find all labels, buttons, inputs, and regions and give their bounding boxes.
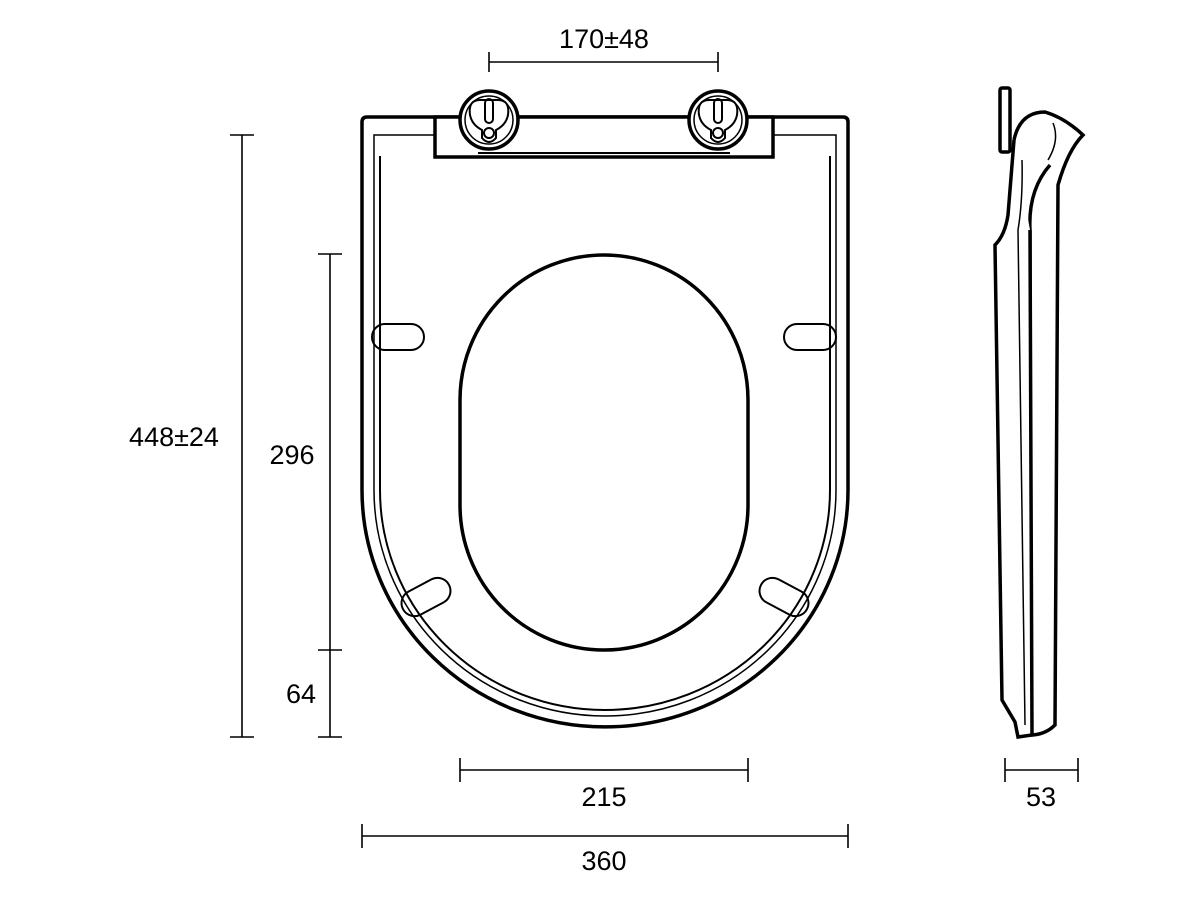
bumper-slot [783,323,837,351]
hinge-right [687,89,749,151]
dim-total-length: 448±24 [129,134,254,738]
seat-top-view [360,89,850,729]
dim-opening-width: 215 [459,758,749,812]
dim-opening-length: 296 64 [269,253,342,738]
bumper-slot [758,576,810,618]
dim-label: 215 [581,782,626,812]
bumper-slot [371,323,425,351]
side-hinge-plate [998,86,1012,154]
dim-label: 53 [1026,782,1056,812]
seat-opening [458,253,750,652]
dim-label: 296 [269,440,314,470]
seat-inner-rim-2 [379,156,831,711]
dim-label: 64 [286,679,316,709]
bumper-slot [400,576,452,618]
dim-label: 448±24 [129,422,219,452]
side-seat-profile [993,139,1034,739]
dim-label: 170±48 [559,24,649,54]
side-edge-line [1047,122,1057,161]
hinge-left [458,89,520,151]
dim-label: 360 [581,846,626,876]
dim-total-width: 360 [361,824,849,876]
seat-inner-rim [373,134,837,717]
dim-hinge-spacing: 170±48 [488,24,719,72]
seat-side-view [993,86,1086,739]
dim-side-thickness: 53 [1004,758,1079,812]
side-edge-line [1017,159,1026,726]
